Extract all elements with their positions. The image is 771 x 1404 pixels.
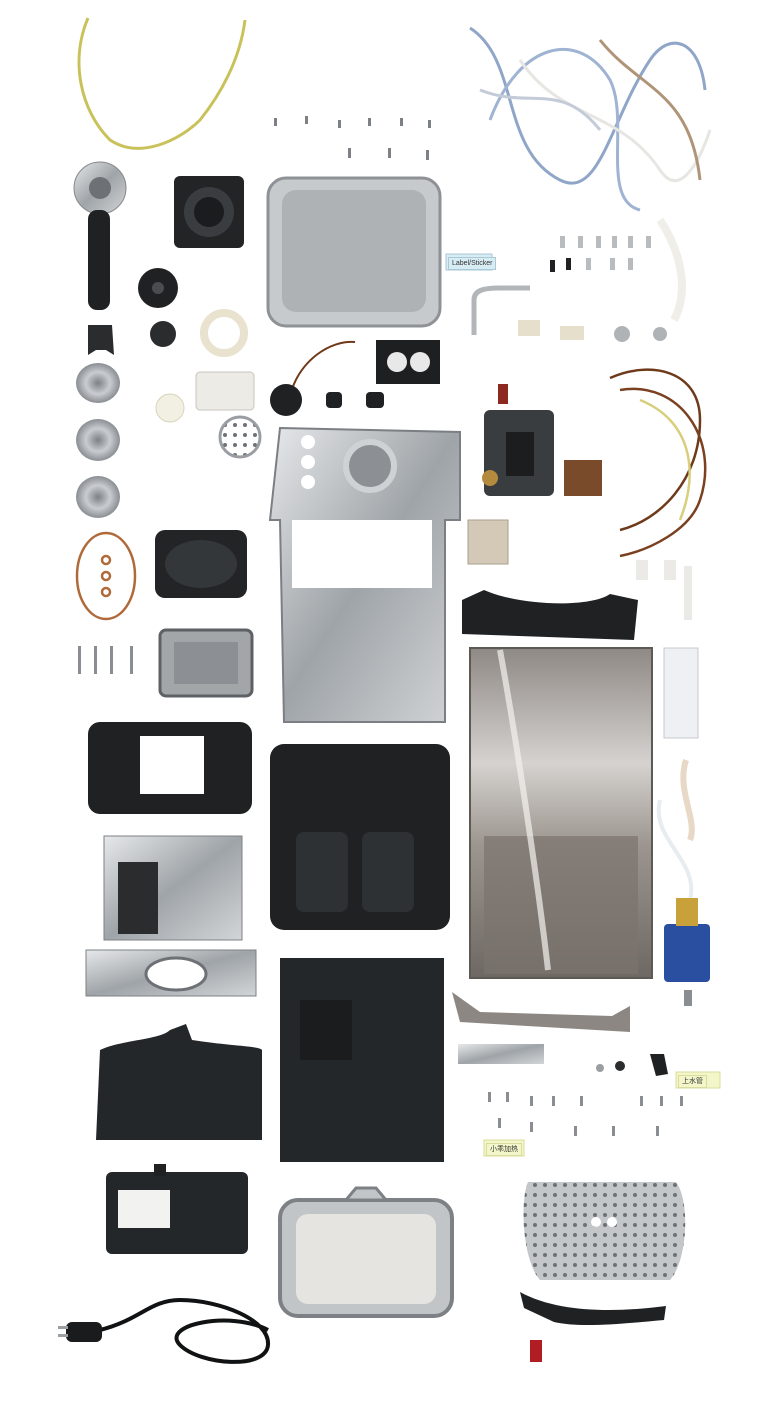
brown-wire-knob — [289, 340, 356, 396]
white-gear — [155, 393, 185, 423]
filter-basket-1 — [76, 363, 120, 403]
steam-pipe-bent — [471, 285, 530, 335]
knob-round-black — [138, 268, 178, 308]
small-white-fittings — [636, 560, 692, 620]
drip-tray-black — [96, 1024, 262, 1140]
terminals-cluster — [550, 236, 651, 272]
black-knob-small — [270, 384, 302, 416]
steel-strip — [452, 992, 630, 1032]
red-knob-small — [530, 1340, 542, 1362]
tag-top-right-text: Label/Sticker — [448, 257, 497, 270]
small-knob — [150, 321, 176, 347]
tag-lower-mid-text: 小乖加热 — [486, 1143, 522, 1156]
bottom-cover-black — [280, 958, 444, 1162]
base-chassis-black — [270, 744, 450, 930]
white-bracket — [195, 371, 255, 411]
stainless-water-tank — [469, 647, 653, 979]
white-tube-curve — [656, 217, 686, 322]
vibration-pump — [664, 898, 710, 1006]
black-clip — [88, 325, 114, 355]
pump-hose — [656, 799, 694, 901]
small-fittings-row — [518, 320, 667, 342]
front-steel-panel — [268, 426, 461, 723]
copper-o-rings — [75, 531, 137, 621]
filter-basket-3 — [76, 476, 120, 518]
water-tank-clear — [467, 519, 509, 565]
brew-group — [482, 384, 554, 496]
small-steel-bar — [458, 1044, 544, 1064]
shower-screen — [218, 415, 262, 459]
silicone-tube — [680, 759, 695, 842]
misc-parts-right — [596, 1054, 668, 1076]
power-cord — [58, 1297, 270, 1364]
boiler-gasket — [155, 530, 247, 598]
white-gasket-ring — [200, 309, 248, 357]
yellow-green-ground-wire — [77, 17, 247, 150]
black-lever — [520, 1292, 666, 1326]
top-frame-black — [88, 722, 252, 814]
white-plastic-bag — [663, 647, 699, 739]
blue-wire-bundle — [469, 26, 712, 212]
boiler-mounting-plate — [85, 835, 257, 997]
rocker-switch-1 — [326, 392, 342, 408]
control-pcb — [564, 460, 602, 496]
screws-lower-right — [488, 1092, 683, 1136]
drip-tray-steel — [278, 1186, 454, 1318]
switch-panel — [376, 340, 440, 384]
drip-tray-grid-top — [266, 176, 442, 328]
black-handle-arc — [462, 590, 638, 640]
black-shower-holder — [174, 176, 244, 248]
screws-left — [78, 646, 133, 674]
filter-basket-2 — [76, 419, 120, 461]
control-box-black — [106, 1164, 248, 1254]
heater-block — [158, 628, 254, 698]
portafilter — [73, 161, 127, 310]
tag-mid-right-text: 上水管 — [678, 1075, 707, 1088]
brown-wire-bundle — [609, 368, 707, 558]
cup-grid-perforated — [523, 1182, 686, 1280]
small-screws-top — [274, 116, 431, 160]
rocker-switch-2 — [366, 392, 384, 408]
